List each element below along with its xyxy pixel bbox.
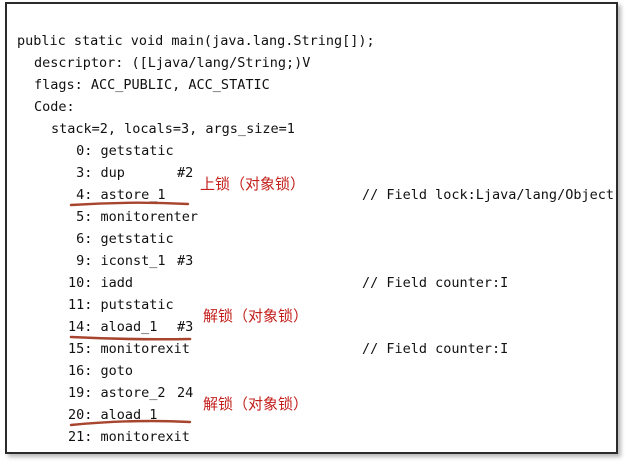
code-text: 5: monitorenter xyxy=(68,209,199,225)
monitorexit-underline-21 xyxy=(69,419,192,428)
code-text: 20: aload_1 xyxy=(68,407,158,423)
code-text: 0: getstatic xyxy=(68,143,174,159)
code-text: 10: iadd xyxy=(68,275,134,291)
code-comment: // Field counter:I xyxy=(362,275,509,291)
code-line: 11: putstatic #3 // Field counter:I xyxy=(7,272,508,357)
code-line: descriptor: ([Ljava/lang/String;)V xyxy=(7,30,310,71)
code-line: 3: dup xyxy=(7,140,125,181)
code-line: 9: iconst_1 xyxy=(7,228,165,269)
code-line: 15: monitorexit xyxy=(7,316,190,357)
code-text: descriptor: ([Ljava/lang/String;)V xyxy=(34,55,311,71)
code-line: 0: getstatic #2 // Field lock:Ljava/lang… xyxy=(7,118,616,203)
code-panel: public static void main(java.lang.String… xyxy=(5,2,618,454)
code-line: stack=2, locals=3, args_size=1 xyxy=(7,96,295,137)
code-line: Code: xyxy=(7,74,75,115)
code-line: 16: goto 24 xyxy=(7,338,193,401)
code-operand: #3 xyxy=(177,319,194,335)
code-comment: // Field counter:I xyxy=(362,341,509,357)
code-line: 20: aload_1 xyxy=(7,382,157,423)
code-text: flags: ACC_PUBLIC, ACC_STATIC xyxy=(34,77,270,93)
code-operand: #2 xyxy=(177,165,194,181)
code-line: 23: athrow xyxy=(7,448,72,452)
code-line: 21: monitorexit xyxy=(7,404,190,445)
code-text: stack=2, locals=3, args_size=1 xyxy=(51,121,295,137)
code-text: 15: monitorexit xyxy=(68,341,190,357)
code-text: Code: xyxy=(34,99,75,115)
code-operand: 24 xyxy=(177,385,194,401)
code-text: 4: astore_1 xyxy=(68,187,166,203)
code-text: public static void main(java.lang.String… xyxy=(17,33,375,49)
code-listing: public static void main(java.lang.String… xyxy=(7,4,616,452)
monitorenter-underline xyxy=(69,200,190,208)
monitorexit-underline-15 xyxy=(69,333,192,342)
code-operand: #3 xyxy=(177,253,194,269)
code-line: 14: aload_1 xyxy=(7,294,157,335)
code-text: 14: aload_1 xyxy=(68,319,158,335)
code-text: 11: putstatic xyxy=(68,297,174,313)
unlock-annotation-15: 解锁（对象锁） xyxy=(203,307,309,325)
code-line: 4: astore_1 xyxy=(7,162,165,203)
code-line: 22: aload_2 xyxy=(7,426,157,452)
code-comment: // Field lock:Ljava/lang/Object; xyxy=(362,187,616,203)
code-line: 6: getstatic #3 // Field counter:I xyxy=(7,206,508,291)
code-line: flags: ACC_PUBLIC, ACC_STATIC xyxy=(7,52,270,93)
code-line: 5: monitorenter xyxy=(7,184,198,225)
code-line: 19: astore_2 xyxy=(7,360,166,401)
lock-annotation: 上锁（对象锁） xyxy=(200,175,306,193)
code-text: 3: dup xyxy=(68,165,125,181)
code-text: 22: aload_2 xyxy=(68,448,157,452)
code-text: 19: astore_2 xyxy=(68,385,166,401)
code-text: 9: iconst_1 xyxy=(68,253,166,269)
unlock-annotation-21: 解锁（对象锁） xyxy=(203,395,309,413)
code-line: 10: iadd xyxy=(7,250,133,291)
code-text: 16: goto xyxy=(68,363,134,379)
code-line: public static void main(java.lang.String… xyxy=(7,8,375,49)
code-text: 21: monitorexit xyxy=(68,429,190,445)
code-text: 6: getstatic xyxy=(68,231,174,247)
